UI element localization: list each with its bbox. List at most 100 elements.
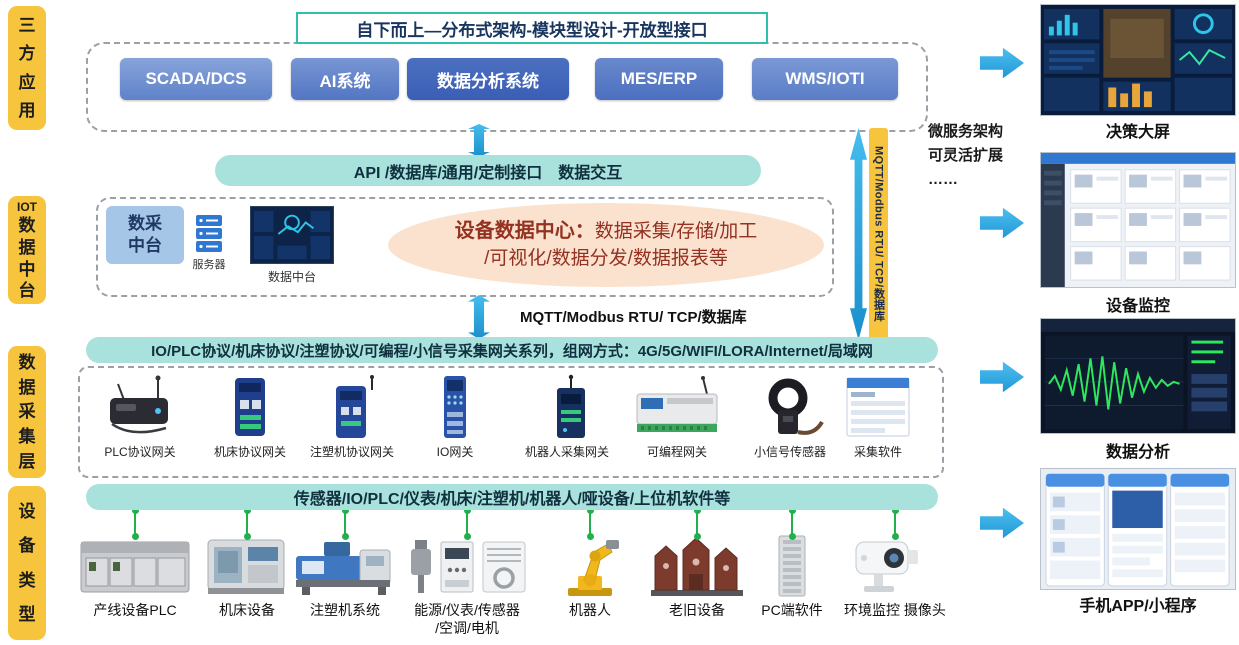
iot-platform-box [96, 197, 834, 297]
meters-icon [405, 532, 529, 598]
data-platform-thumbnail [250, 206, 334, 264]
app-button-3: MES/ERP [595, 58, 723, 100]
sidebar-label-device-type: 设备类型 [8, 486, 46, 640]
device-label: 机器人 [569, 602, 611, 618]
note-line: 微服务架构 [928, 123, 1004, 140]
green-connector [693, 507, 701, 540]
green-connector [586, 507, 594, 540]
sidebar-label-char: 采 [18, 402, 36, 422]
gateway-label: 可编程网关 [646, 445, 707, 459]
sidebar-label-char: 台 [18, 281, 36, 301]
gateway-label: PLC协议网关 [104, 445, 176, 459]
collector-label-line: 中台 [128, 236, 162, 255]
gateway-label: 机器人采集网关 [524, 445, 609, 459]
gateway-item-machine-gateway: 机床协议网关 [194, 372, 306, 460]
gateway-item-injection-gateway: 注塑机协议网关 [296, 372, 408, 460]
device-item-machine-tool: 机床设备 [182, 532, 312, 619]
gateway-item-io-gateway: IO网关 [399, 372, 511, 460]
device-item-pc-software: PC端软件 [727, 532, 857, 619]
decision-dashboard-label: 决策大屏 [1105, 124, 1170, 141]
sidebar-label-char: 数 [18, 216, 36, 236]
app-button-1: AI系统 [291, 58, 399, 100]
device-label: 产线设备PLC [93, 602, 177, 618]
gateway-group-box [78, 366, 944, 478]
gateway-label: 机床协议网关 [213, 445, 286, 459]
gateway-item-programmable-gateway: 可编程网关 [621, 372, 733, 460]
device-item-cctv-camera: 环境监控 摄像头 [830, 532, 960, 619]
app-button-2: 数据分析系统 [407, 58, 569, 100]
robot-gateway-icon [535, 372, 599, 440]
green-connector [131, 507, 139, 540]
flow-arrow-to-decision-dashboard [980, 47, 1024, 79]
gateway-item-collect-software: 采集软件 [822, 372, 934, 460]
device-label: 环境监控 摄像头 [844, 602, 946, 618]
sidebar-label-char: 层 [18, 452, 36, 472]
gateway-label: IO网关 [436, 445, 474, 459]
signal-sensor-icon [754, 372, 826, 440]
decision-dashboard-screenshot [1040, 4, 1236, 116]
sidebar-label-char: 据 [18, 377, 36, 397]
sidebar-label-char: 数 [18, 352, 36, 372]
injection-gateway-icon [320, 372, 384, 440]
mobile-app-label: 手机APP/小程序 [1079, 598, 1197, 615]
device-label: PC端软件 [761, 602, 823, 618]
device-data-center-line2: /可视化/数据分发/数据报表等 [484, 248, 728, 269]
pc-software-icon [768, 532, 816, 598]
device-item-injection-molding: 注塑机系统 [280, 532, 410, 619]
device-item-production-plc: 产线设备PLC [70, 532, 200, 619]
device-label: 机床设备 [219, 602, 275, 618]
sidebar-label-char: 设 [18, 502, 36, 522]
device-monitoring-label: 设备监控 [1105, 298, 1170, 315]
robot-arm-icon [554, 532, 626, 598]
server-label: 服务器 [192, 259, 226, 271]
flow-arrow-to-device-monitoring [980, 207, 1024, 239]
sidebar-label-char: 用 [18, 100, 36, 120]
app-button-0: SCADA/DCS [120, 58, 272, 100]
microservice-note: 微服务架构 可灵活扩展 …… [928, 120, 1003, 192]
collect-software-icon [841, 372, 915, 440]
protocol-label: MQTT/Modbus RTU/ TCP/数据库 [520, 309, 747, 326]
sidebar-label-char: IOT [17, 199, 37, 214]
gateway-label: 注塑机协议网关 [309, 445, 394, 459]
gateway-item-signal-sensor: 小信号传感器 [734, 372, 846, 460]
green-connector [463, 507, 471, 540]
protocol-bus-bar: MQTT/Modbus RTU/ TCP/数据库 [869, 128, 888, 340]
sidebar-label-data-collection-layer: 数据采集层 [8, 346, 46, 478]
production-plc-icon [79, 532, 191, 598]
mobile-app-screenshot [1040, 468, 1236, 590]
device-label: 老旧设备 [669, 602, 725, 618]
machine-tool-icon [202, 532, 292, 598]
sidebar-label-char: 备 [18, 536, 36, 556]
device-data-center-line1: 数据采集/存储/加工 [594, 221, 758, 243]
data-analysis-screenshot [1040, 318, 1236, 434]
data-analysis-label: 数据分析 [1105, 444, 1170, 461]
data-exchange-arrow-mid [468, 295, 490, 339]
collector-label-line: 数采 [128, 213, 162, 233]
green-connector [243, 507, 251, 540]
sidebar-label-char: 中 [18, 259, 36, 279]
machine-gateway-icon [220, 372, 280, 440]
device-data-center-title: 设备数据中心： [454, 220, 595, 243]
device-types-bar: 传感器/IO/PLC/仪表/机床/注塑机/机器人/哑设备/上位机软件等 [86, 484, 938, 510]
gateway-label: 小信号传感器 [753, 445, 826, 459]
device-label: 能源/仪表/传感器/空调/电机 [414, 602, 520, 637]
device-data-center-ellipse: 设备数据中心：数据采集/存储/加工 /可视化/数据分发/数据报表等 [388, 203, 824, 287]
flow-arrow-to-mobile-app [980, 507, 1024, 539]
data-exchange-arrow-top [468, 124, 490, 157]
flow-arrow-to-data-analysis [980, 361, 1024, 393]
data-platform-label: 数据中台 [267, 270, 316, 284]
gateway-label: 采集软件 [853, 445, 902, 459]
device-item-meters: 能源/仪表/传感器/空调/电机 [402, 532, 532, 637]
data-collection-platform-box: 数采 中台 [106, 206, 184, 264]
protocol-bus-arrow [850, 128, 867, 340]
plc-gateway-icon [98, 372, 182, 440]
sidebar-label-char: 型 [18, 604, 36, 624]
device-monitoring-screenshot [1040, 152, 1236, 288]
device-item-legacy-equipment: 老旧设备 [632, 532, 762, 619]
sidebar-label-char: 方 [18, 44, 36, 64]
sidebar-label-char: 三 [18, 16, 36, 36]
app-button-4: WMS/IOTI [752, 58, 898, 100]
device-item-robot-arm: 机器人 [525, 532, 655, 619]
green-connector [788, 507, 796, 540]
